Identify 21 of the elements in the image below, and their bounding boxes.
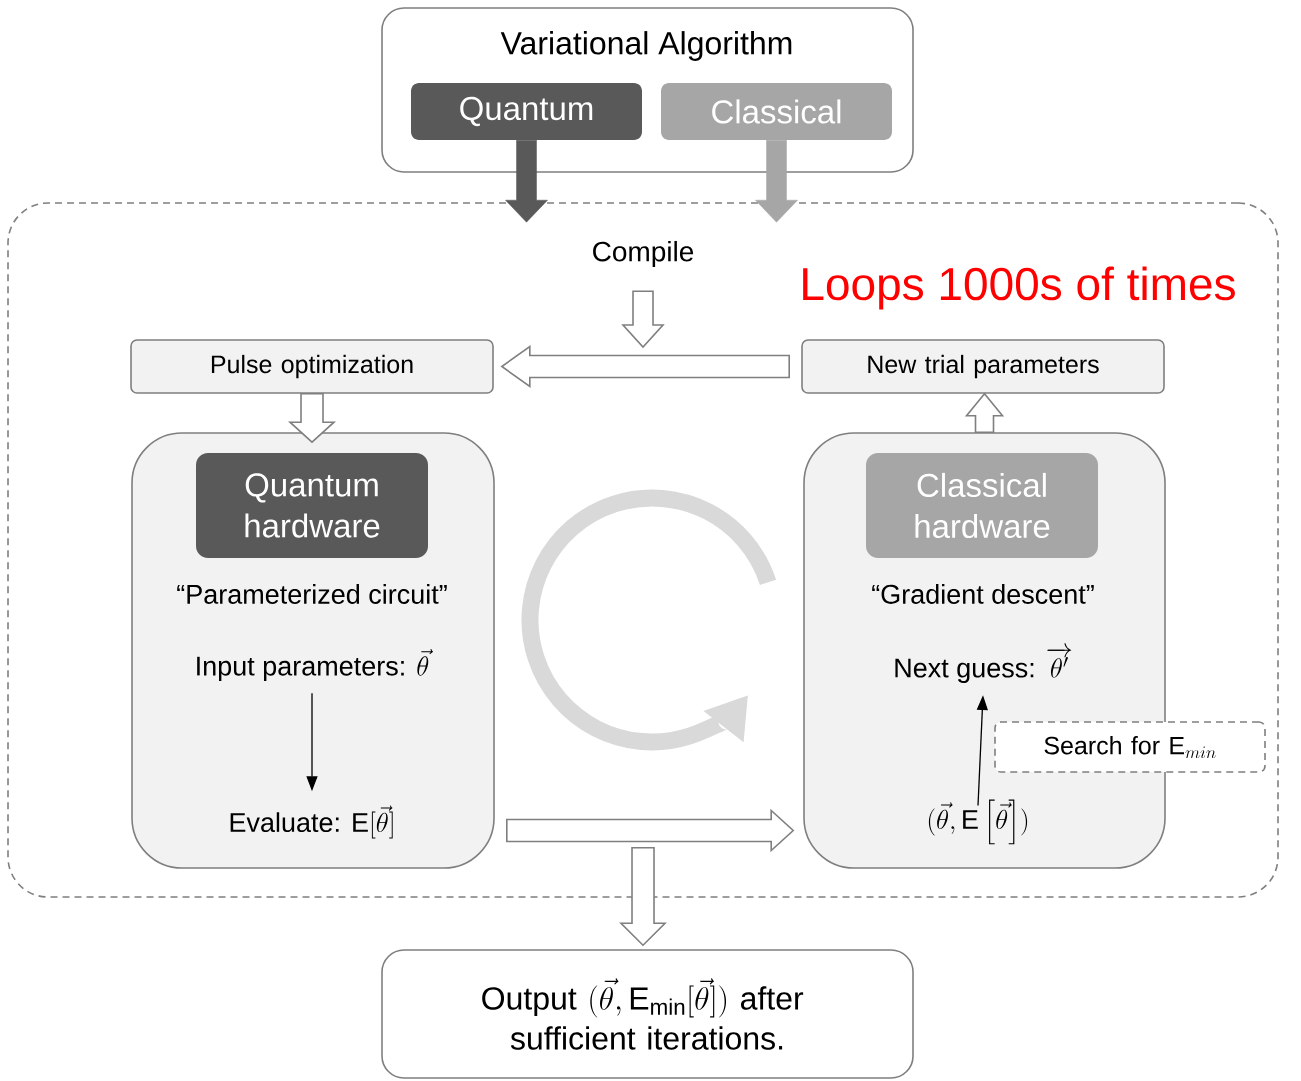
tag-box: Quantum [411,83,642,140]
hollow-arrow [500,344,790,389]
process-box: Pulse optimization [130,339,494,394]
hollow-arrow [621,290,665,349]
hardware-tag: Quantum hardware [196,453,428,558]
block-arrow [755,139,798,223]
dashed-callout-box: $\text{Search for }\mathrm{E}_{min}$ [994,721,1266,773]
formula-text: $\text{Evaluate: }\mathrm{E}[\vec{\theta}]$ [230,805,393,839]
tag-box: Classical [661,83,892,140]
output-box: $\text{Output }(\vec{\theta},\mathrm{E}_{\mathrm{min}}[\vec{\theta}])\text{ after }\allowbreak\text{sufficient iterations.}$ [381,949,914,1079]
step-label: Compile [593,240,694,268]
block-arrow [505,139,548,223]
formula-text: $\text{Next guess: }\overrightarrow{\theta'}$ [895,643,1072,683]
hardware-tag: Classical hardware [866,453,1098,558]
hollow-arrow [964,392,1005,433]
process-box: New trial parameters [801,339,1165,394]
hollow-arrow [506,808,795,853]
formula-text: $(\vec{\theta},\mathrm{E}\left[\vec{\theta}\right])$ [928,799,1028,845]
hollow-arrow [287,393,337,444]
hollow-arrow [619,847,667,947]
formula-text: $\text{Input parameters: }\vec{\theta}$ [197,649,433,681]
